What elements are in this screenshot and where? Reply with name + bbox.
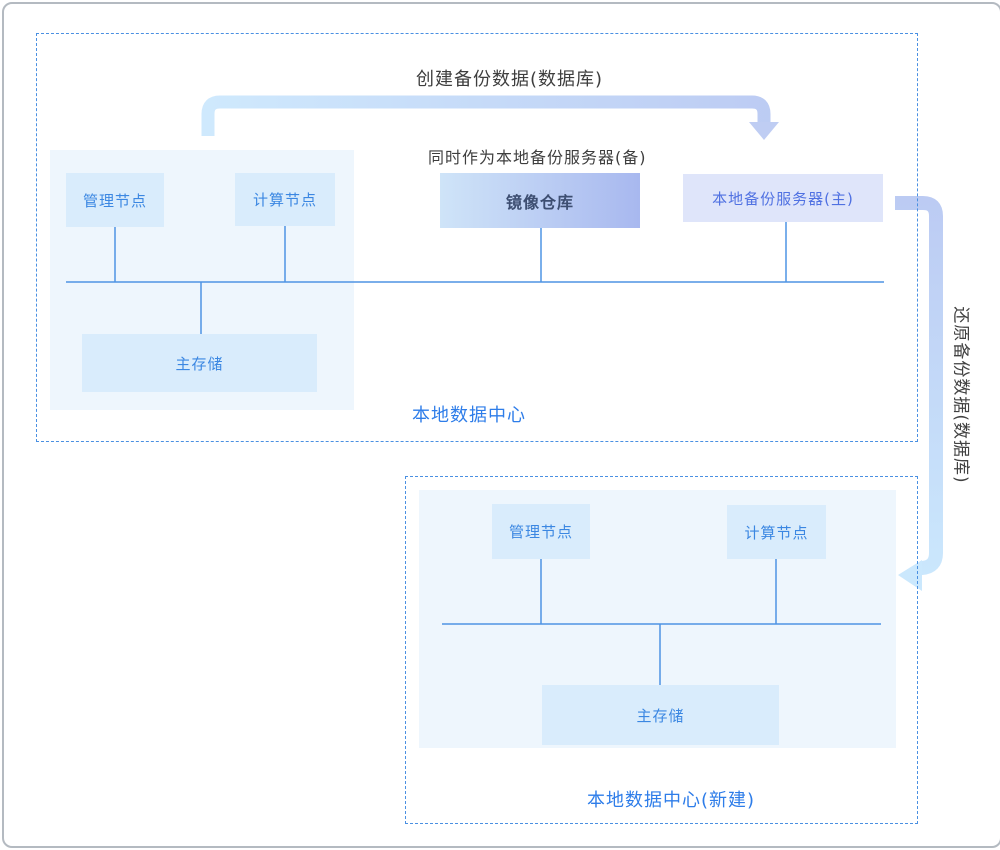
standby-server-annotation: 同时作为本地备份服务器(备): [428, 148, 647, 167]
top-primary-storage-label: 主存储: [175, 354, 224, 373]
new-primary-storage-node: 主存储: [542, 685, 779, 745]
create-backup-annotation: 创建备份数据(数据库): [416, 69, 604, 90]
restore-backup-arrow: [895, 196, 943, 591]
new-primary-storage-label: 主存储: [636, 706, 685, 725]
new-datacenter-title: 本地数据中心(新建): [587, 790, 756, 811]
new-management-node-label: 管理节点: [508, 523, 573, 541]
top-datacenter-boundary: [36, 33, 918, 442]
local-backup-server-primary-label: 本地备份服务器(主): [712, 189, 854, 208]
restore-backup-annotation: 还原备份数据(数据库): [950, 306, 971, 484]
new-datacenter-boundary: [405, 476, 918, 824]
mirror-repository-node: 镜像仓库: [440, 173, 640, 228]
top-primary-storage-node: 主存储: [82, 334, 317, 392]
top-datacenter-wires: [66, 222, 884, 334]
new-compute-node: 计算节点: [727, 505, 826, 559]
create-backup-arrowhead: [749, 122, 779, 140]
local-backup-server-primary-node: 本地备份服务器(主): [683, 174, 883, 222]
top-datacenter-title: 本地数据中心: [412, 405, 526, 426]
connector-layer: [66, 95, 943, 685]
top-compute-node: 计算节点: [235, 173, 335, 226]
mirror-repository-node-label: 镜像仓库: [505, 192, 574, 212]
new-management-node: 管理节点: [492, 504, 590, 559]
new-datacenter-wires: [442, 559, 881, 685]
create-backup-arrow: [201, 95, 779, 140]
top-management-node-label: 管理节点: [82, 191, 147, 210]
top-compute-node-label: 计算节点: [252, 191, 317, 209]
new-compute-node-label: 计算节点: [744, 523, 809, 542]
restore-backup-arrowhead: [898, 560, 922, 591]
top-management-node: 管理节点: [66, 173, 164, 227]
